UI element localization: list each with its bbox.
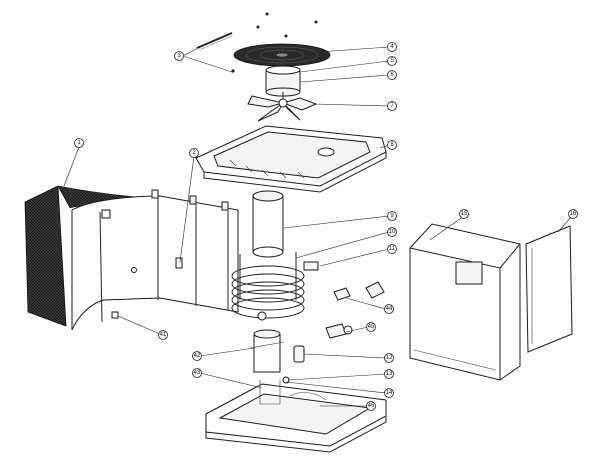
callout-9-label: 9 [390,213,394,219]
callout-45-label: 45 [368,324,375,330]
pressure-switch [282,345,305,384]
callout-16-label: 16 [570,211,577,217]
callout-3-label: 3 [177,53,181,59]
front-panel [409,223,521,381]
callout-5-label: 5 [390,58,394,64]
callout-46: 46 [366,401,376,411]
inner-wrap-panel [71,189,239,331]
callout-44: 44 [384,304,394,314]
callout-14: 14 [384,388,394,398]
callout-6-label: 6 [390,72,394,78]
callout-15-label: 15 [461,211,468,217]
side-panel [525,225,573,353]
callout-3: 3 [174,51,184,61]
filter-drier-tank [252,190,284,258]
fan-motor [265,65,301,100]
callout-10: 10 [387,227,397,237]
callout-43-label: 43 [194,370,201,376]
top-cover [195,125,387,193]
callout-5: 5 [387,56,397,66]
callout-11-label: 11 [389,246,396,252]
callout-7: 7 [387,101,397,111]
callout-8-label: 8 [390,142,394,148]
callout-2-label: 2 [192,150,196,156]
heat-exchanger-coil [231,252,319,321]
callout-14-label: 14 [386,390,393,396]
callout-43: 43 [192,368,202,378]
fan-blade [247,95,318,122]
callout-11: 11 [387,244,397,254]
callout-42: 42 [192,351,202,361]
callout-10-label: 10 [389,229,396,235]
callout-41: 41 [158,330,168,340]
callout-9: 9 [387,211,397,221]
callout-7-label: 7 [390,103,394,109]
callout-13-label: 13 [386,371,393,377]
leader-lines [63,46,573,407]
callout-8: 8 [387,140,397,150]
callout-42-label: 42 [194,353,201,359]
mounting-bolts [196,32,235,73]
callout-13: 13 [384,369,394,379]
callout-45: 45 [366,322,376,332]
callout-12: 12 [384,353,394,363]
guard-screws [256,12,318,38]
callout-6: 6 [387,70,397,80]
callout-12-label: 12 [386,355,393,361]
callout-1: 1 [74,138,84,148]
callout-4-label: 4 [390,44,394,50]
callout-4: 4 [387,42,397,52]
callout-15: 15 [459,209,469,219]
callout-44-label: 44 [386,306,393,312]
compressor [249,329,285,373]
callout-46-label: 46 [368,403,375,409]
callout-1-label: 1 [77,140,81,146]
water-fittings [325,281,385,339]
callout-41-label: 41 [160,332,167,338]
base-pan [205,380,387,453]
fan-guard [233,43,331,67]
callout-2: 2 [189,148,199,158]
callout-16: 16 [568,209,578,219]
